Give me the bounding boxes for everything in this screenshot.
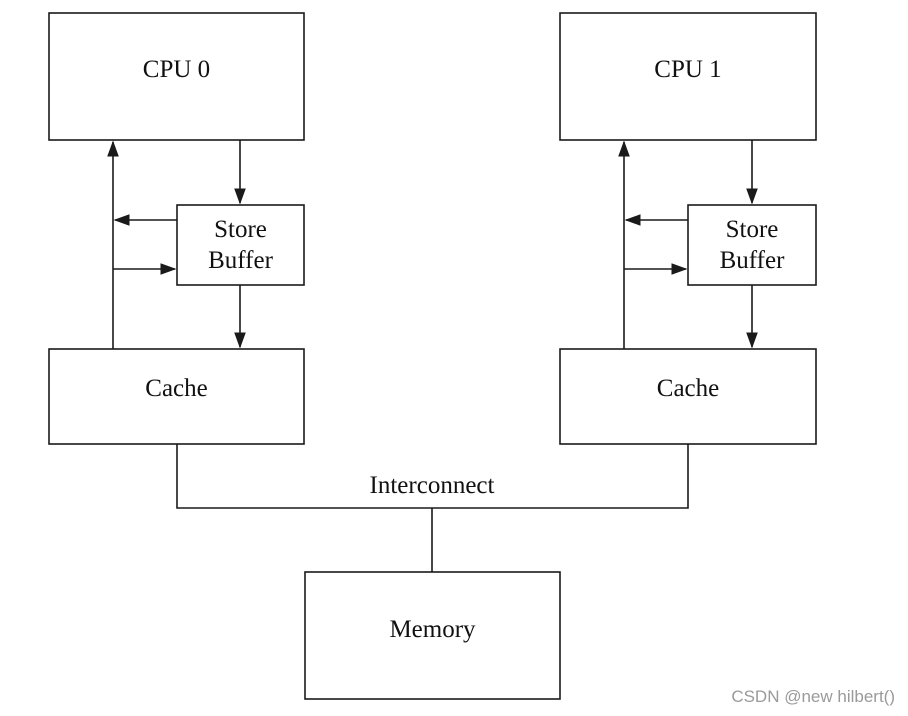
store-buffer-0-label-line2: Buffer bbox=[208, 247, 273, 274]
cache0-label: Cache bbox=[145, 375, 207, 402]
store-buffer-1-box bbox=[687, 204, 817, 286]
memory-box bbox=[304, 571, 561, 700]
memory-label: Memory bbox=[389, 616, 476, 643]
store-buffer-0-box bbox=[176, 204, 305, 286]
cache1-box bbox=[559, 348, 817, 445]
cpu1-label: CPU 1 bbox=[654, 56, 721, 83]
interconnect-label: Interconnect bbox=[370, 472, 495, 499]
store-buffer-0-label-line1: Store bbox=[214, 216, 267, 243]
store-buffer-1-label-line2: Buffer bbox=[720, 247, 785, 274]
cache1-label: Cache bbox=[657, 375, 719, 402]
store-buffer-1-label-line1: Store bbox=[726, 216, 779, 243]
cpu1-box bbox=[559, 12, 817, 141]
cpu0-box bbox=[48, 12, 305, 141]
cache0-box bbox=[48, 348, 305, 445]
cpu0-label: CPU 0 bbox=[143, 56, 210, 83]
watermark: CSDN @new hilbert() bbox=[731, 687, 895, 706]
